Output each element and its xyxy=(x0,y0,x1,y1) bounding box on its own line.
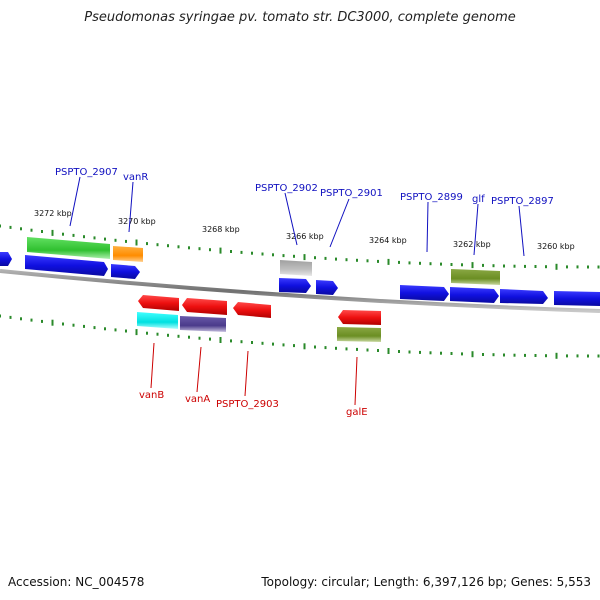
cds-forward[interactable] xyxy=(0,252,12,266)
scale-label-3266kbp: 3266 kbp xyxy=(286,232,324,241)
gene-labels: PSPTO_2907 vanR PSPTO_2902 PSPTO_2901 PS… xyxy=(55,167,554,418)
cds-forward[interactable] xyxy=(554,291,600,306)
cds-forward[interactable] xyxy=(25,255,108,276)
gene-label-gale[interactable]: galE xyxy=(346,407,368,418)
gene-label-pspto-2907[interactable]: PSPTO_2907 xyxy=(55,167,118,178)
gene-label-pspto-2902[interactable]: PSPTO_2902 xyxy=(255,183,318,194)
gene-label-pspto-2901[interactable]: PSPTO_2901 xyxy=(320,188,383,199)
scale-label-3268kbp: 3268 kbp xyxy=(202,225,240,234)
label-leader-lines xyxy=(69,176,525,406)
scale-label-3262kbp: 3262 kbp xyxy=(453,240,491,249)
cds-reverse[interactable] xyxy=(180,316,226,332)
cds-forward[interactable] xyxy=(400,285,449,301)
cds-forward[interactable] xyxy=(450,287,499,303)
scale-labels: 3272 kbp 3270 kbp 3268 kbp 3266 kbp 3264… xyxy=(34,209,575,251)
reverse-genes xyxy=(137,295,381,342)
cds-forward[interactable] xyxy=(316,280,338,295)
gene-label-pspto-2903[interactable]: PSPTO_2903 xyxy=(216,399,279,410)
cds-reverse[interactable] xyxy=(182,298,227,315)
scale-label-3264kbp: 3264 kbp xyxy=(369,236,407,245)
cds-forward[interactable] xyxy=(27,237,110,259)
gene-label-pspto-2899[interactable]: PSPTO_2899 xyxy=(400,192,463,203)
forward-ruler xyxy=(0,224,600,270)
cds-reverse[interactable] xyxy=(233,302,271,318)
cds-reverse[interactable] xyxy=(137,312,178,329)
cds-reverse[interactable] xyxy=(338,310,381,325)
cds-reverse[interactable] xyxy=(138,295,179,311)
reverse-ruler xyxy=(0,314,600,359)
scale-label-3272kbp: 3272 kbp xyxy=(34,209,72,218)
gene-label-pspto-2897[interactable]: PSPTO_2897 xyxy=(491,196,554,207)
scale-label-3260kbp: 3260 kbp xyxy=(537,242,575,251)
cds-forward[interactable] xyxy=(500,289,548,304)
cds-forward[interactable] xyxy=(113,246,143,262)
accession-text: Accession: NC_004578 xyxy=(8,575,145,589)
map-title: Pseudomonas syringae pv. tomato str. DC3… xyxy=(84,10,516,25)
gene-label-vana[interactable]: vanA xyxy=(185,394,210,405)
genome-backbone xyxy=(0,269,600,313)
gene-label-glf[interactable]: glf xyxy=(472,194,485,205)
gene-label-vanr[interactable]: vanR xyxy=(123,172,148,183)
cds-forward[interactable] xyxy=(111,264,140,279)
topology-text: Topology: circular; Length: 6,397,126 bp… xyxy=(261,575,591,589)
gene-label-vanb[interactable]: vanB xyxy=(139,390,164,401)
cds-forward[interactable] xyxy=(451,269,500,285)
cds-forward[interactable] xyxy=(279,278,311,293)
forward-genes xyxy=(0,237,600,306)
scale-label-3270kbp: 3270 kbp xyxy=(118,217,156,226)
cds-forward[interactable] xyxy=(280,260,312,276)
cds-reverse[interactable] xyxy=(337,327,381,342)
